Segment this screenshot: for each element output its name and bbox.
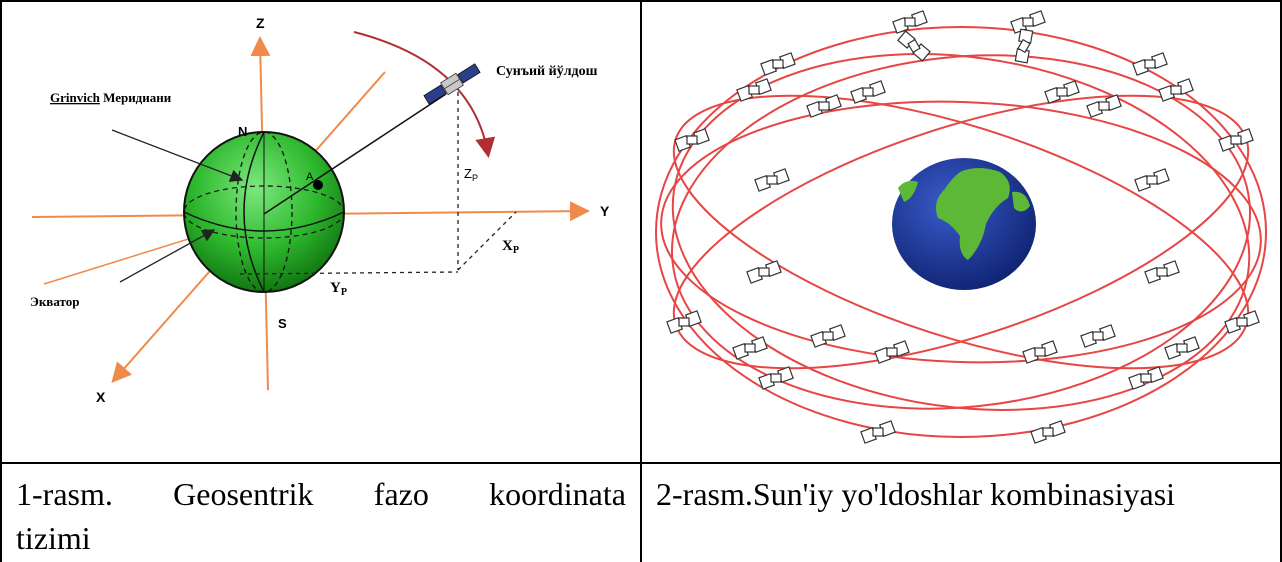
xp-label: XP: [502, 238, 519, 256]
projection-lines: [239, 92, 517, 275]
y-axis-label: Y: [600, 203, 610, 219]
point-a-marker: [313, 180, 323, 190]
satellite-constellation-diagram: [655, 10, 1267, 444]
meridian-pointer: [111, 129, 244, 182]
caption-line-2: tizimi: [16, 520, 91, 556]
north-label: N: [238, 124, 247, 139]
figure-1-cell: Z Y X N S A ZP XP YP Grinvich Меридиани …: [0, 0, 642, 464]
yp-label: YP: [330, 280, 347, 298]
satellite-orbit-arc: [353, 31, 496, 158]
south-label: S: [278, 316, 287, 331]
point-a-label: A: [306, 171, 314, 183]
figure-2-caption-cell: 2-rasm.Sun'iy yo'ldoshlar kombinasiyasi: [640, 462, 1282, 562]
figure-2-caption: 2-rasm.Sun'iy yo'ldoshlar kombinasiyasi: [656, 476, 1176, 512]
z-axis-label: Z: [256, 15, 265, 31]
greenwich-meridian-label: Grinvich Меридиани: [50, 90, 172, 105]
earth-globe-icon: [892, 158, 1036, 290]
figure-1-caption-cell: 1-rasm. Geosentrik fazo koordinata tizim…: [0, 462, 642, 562]
caption-word: Geosentrik: [173, 476, 314, 512]
figure-2-cell: [640, 0, 1282, 464]
caption-word: fazo: [373, 476, 429, 512]
equator-pointer: [119, 229, 216, 283]
satellite-icon: [423, 63, 481, 105]
earth-globe-icon: [183, 131, 345, 293]
x-axis-label: X: [96, 389, 106, 405]
caption-word: 1-rasm.: [16, 476, 113, 512]
figure-1-caption: 1-rasm. Geosentrik fazo koordinata tizim…: [2, 464, 640, 560]
zp-label: ZP: [464, 166, 478, 183]
equator-label: Экватор: [30, 294, 79, 309]
satellite-vector: [263, 93, 447, 215]
caption-word: koordinata: [489, 476, 626, 512]
geocentric-diagram: Z Y X N S A ZP XP YP Grinvich Меридиани …: [30, 15, 610, 405]
satellite-label: Сунъий йўлдош: [496, 64, 598, 79]
caption-line-1: 1-rasm. Geosentrik fazo koordinata: [16, 472, 626, 516]
